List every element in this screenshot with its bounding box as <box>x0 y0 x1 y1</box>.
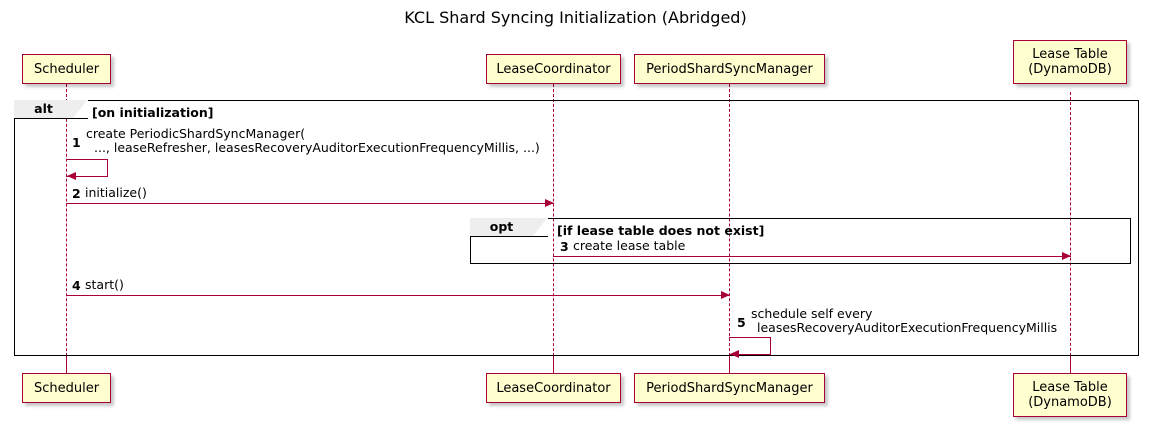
message-1-self-loop[interactable] <box>66 159 108 177</box>
participant-scheduler-top[interactable]: Scheduler <box>22 54 111 84</box>
message-5-arrow-head <box>730 350 739 358</box>
participant-lease-table-top[interactable]: Lease Table (DynamoDB) <box>1013 40 1127 84</box>
fragment-alt-on-initialization <box>14 100 1139 356</box>
participant-lease-table-bottom[interactable]: Lease Table (DynamoDB) <box>1013 373 1127 417</box>
message-2-arrow-line[interactable] <box>66 203 554 204</box>
participant-label: Scheduler <box>33 61 100 77</box>
message-2-number: 2 <box>72 186 81 201</box>
participant-label-line2: (DynamoDB) <box>1028 395 1112 410</box>
fragment-opt-guard: [if lease table does not exist] <box>557 223 765 238</box>
lifeline-foot-scheduler <box>66 356 67 373</box>
participant-label: LeaseCoordinator <box>496 61 611 77</box>
message-4-arrow-line[interactable] <box>66 295 730 296</box>
message-4-arrow-head <box>721 290 730 299</box>
page-title: KCL Shard Syncing Initialization (Abridg… <box>404 8 747 27</box>
lifeline-foot-lease-coordinator <box>553 356 554 373</box>
fragment-opt-lease-table-missing <box>470 218 1131 264</box>
participant-label: PeriodShardSyncManager <box>646 380 813 396</box>
message-3-arrow-line[interactable] <box>553 256 1071 257</box>
lifeline-foot-lease-table <box>1070 356 1071 373</box>
message-1-label-line1: create PeriodicShardSyncManager( <box>86 126 306 141</box>
participant-label: PeriodShardSyncManager <box>646 61 813 77</box>
participant-period-shard-sync-manager-top[interactable]: PeriodShardSyncManager <box>634 54 825 84</box>
lifeline-foot-period-shard-sync-manager <box>729 356 730 373</box>
message-5-self-loop[interactable] <box>729 337 771 355</box>
participant-lease-coordinator-bottom[interactable]: LeaseCoordinator <box>486 373 621 403</box>
message-3-number: 3 <box>560 239 569 254</box>
message-4-number: 4 <box>72 278 81 293</box>
lifeline-scheduler <box>66 84 67 371</box>
participant-label: Scheduler <box>33 380 100 396</box>
lifeline-lease-table <box>1070 92 1071 371</box>
fragment-opt-label: opt <box>470 217 548 237</box>
message-5-number: 5 <box>737 315 746 330</box>
message-5-label-line1: schedule self every <box>751 306 873 321</box>
message-1-number: 1 <box>72 135 81 150</box>
message-1-label-line2: ..., leaseRefresher, leasesRecoveryAudit… <box>94 140 540 155</box>
fragment-alt-guard: [on initialization] <box>92 105 214 120</box>
message-1-arrow-head <box>67 172 76 180</box>
message-4-label: start() <box>85 277 124 292</box>
message-2-label: initialize() <box>85 185 147 200</box>
message-5-label-line2: leasesRecoveryAuditorExecutionFrequencyM… <box>757 320 1058 335</box>
message-3-label: create lease table <box>573 238 686 253</box>
participant-label-line1: Lease Table <box>1032 380 1108 395</box>
message-2-arrow-head <box>545 198 554 207</box>
participant-label-line1: Lease Table <box>1032 47 1108 62</box>
lifeline-lease-coordinator <box>553 84 554 371</box>
participant-period-shard-sync-manager-bottom[interactable]: PeriodShardSyncManager <box>634 373 825 403</box>
participant-lease-coordinator-top[interactable]: LeaseCoordinator <box>486 54 621 84</box>
lifeline-period-shard-sync-manager <box>729 84 730 371</box>
participant-label-line2: (DynamoDB) <box>1028 62 1112 77</box>
fragment-alt-label: alt <box>14 99 88 119</box>
participant-scheduler-bottom[interactable]: Scheduler <box>22 373 111 403</box>
fragment-kind-text: alt <box>34 101 53 116</box>
fragment-kind-text: opt <box>489 219 514 234</box>
participant-label: LeaseCoordinator <box>496 380 611 396</box>
message-3-arrow-head <box>1062 251 1071 260</box>
